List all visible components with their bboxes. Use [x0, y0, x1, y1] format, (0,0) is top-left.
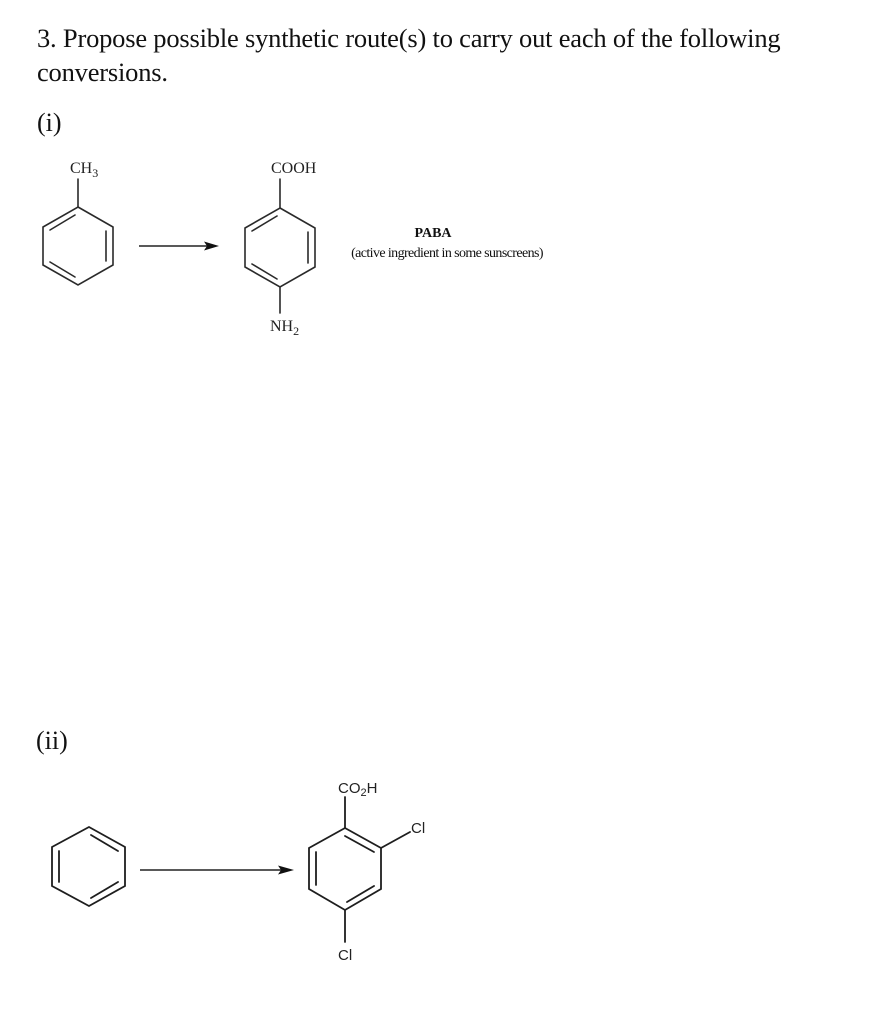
cooh-label: COOH — [271, 160, 317, 177]
benzene-ring — [51, 825, 126, 908]
double-bond — [346, 885, 375, 903]
methyl-label: CH3 — [70, 160, 98, 180]
double-bond — [90, 881, 119, 899]
double-bond — [49, 214, 76, 231]
paba-caption: PABA (active ingredient in some sunscree… — [351, 226, 544, 261]
benzene-ring — [308, 826, 382, 912]
part-i-label: (i) — [37, 108, 62, 137]
double-bond — [251, 263, 278, 280]
dichlorobenzoic-acid-structure: CO2H Cl Cl — [308, 780, 425, 964]
ortho-cl-label: Cl — [411, 820, 425, 837]
reaction-arrow-i — [139, 241, 219, 251]
question-text: 3. Propose possible synthetic route(s) t… — [37, 23, 781, 87]
para-cl-label: Cl — [338, 947, 352, 964]
paba-title: PABA — [414, 226, 452, 241]
benzene-structure — [51, 825, 126, 908]
ortho-chloro-bond — [380, 831, 411, 849]
reaction-arrow-ii — [140, 865, 294, 875]
paba-structure: COOH NH2 — [244, 160, 317, 338]
double-bond — [90, 834, 119, 852]
part-ii-label: (ii) — [36, 726, 68, 755]
toluene-structure: CH3 — [42, 160, 114, 286]
benzene-ring — [42, 206, 114, 286]
nh2-label: NH2 — [270, 318, 299, 338]
double-bond — [49, 261, 76, 278]
co2h-label: CO2H — [338, 780, 377, 799]
paba-note: (active ingredient in some sunscreens) — [351, 246, 544, 261]
double-bond — [251, 215, 278, 232]
double-bond — [344, 835, 375, 853]
